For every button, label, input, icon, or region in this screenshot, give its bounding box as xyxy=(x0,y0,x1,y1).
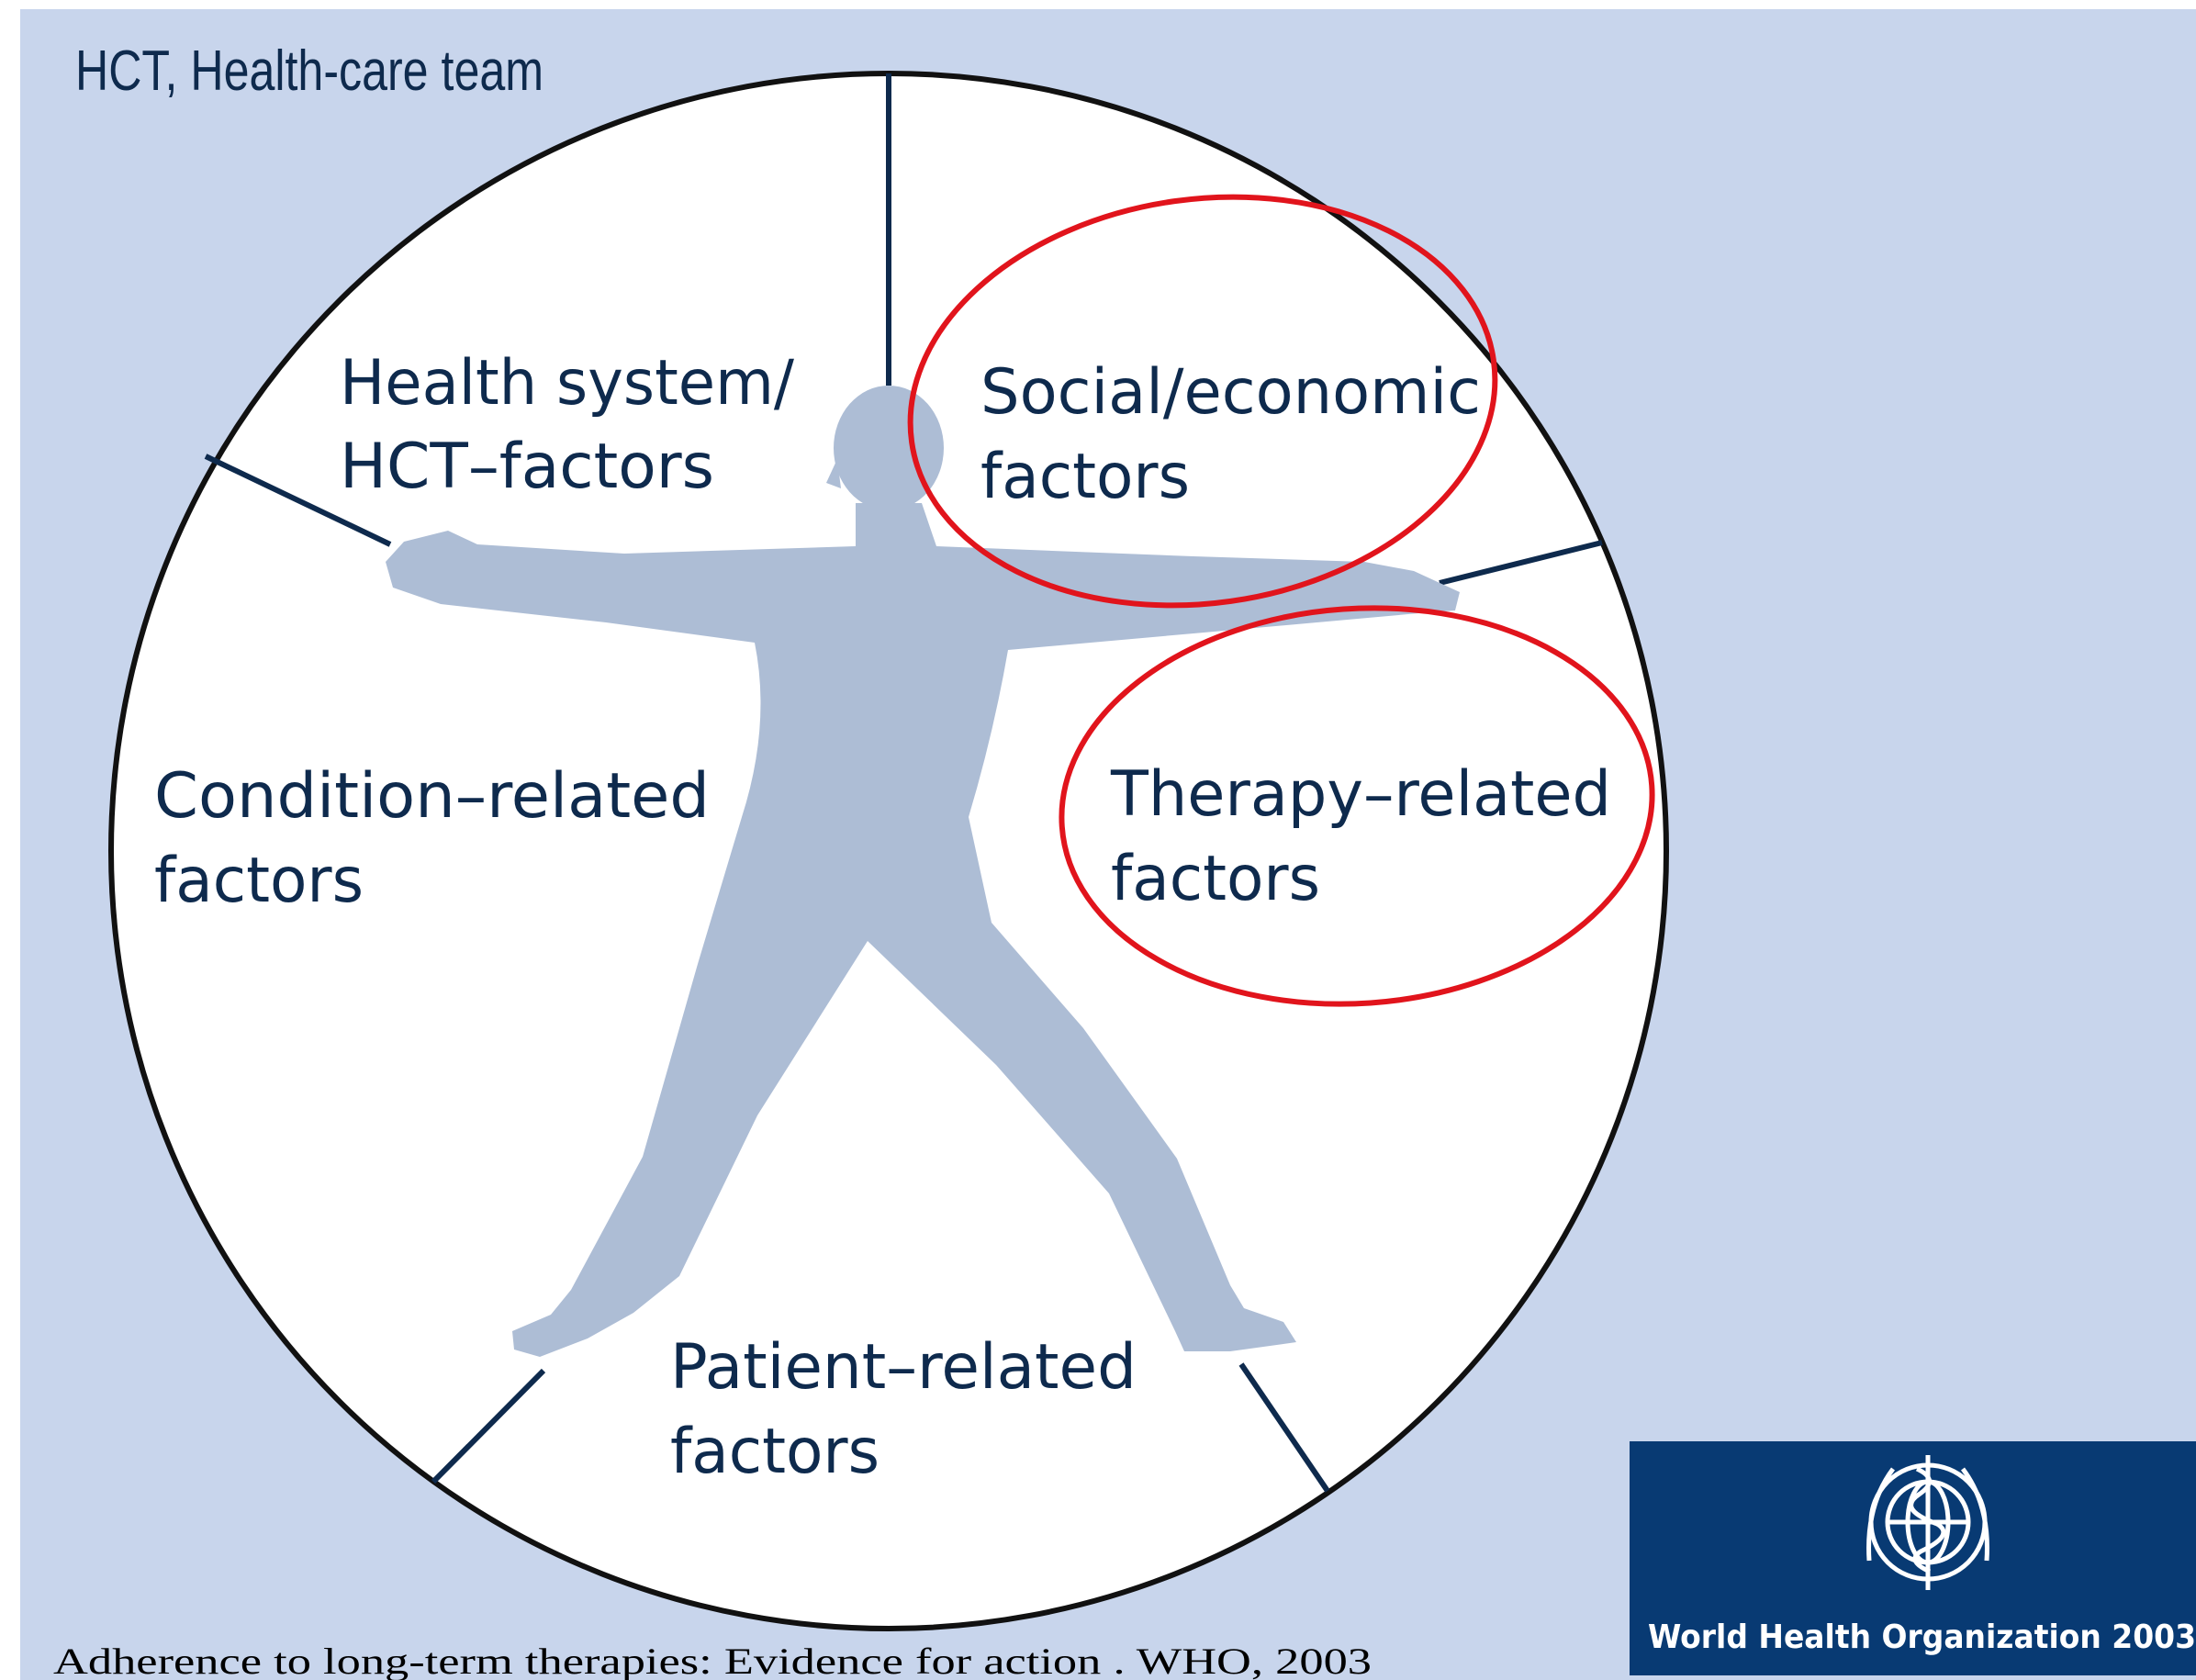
social-economic-label-line2: factors xyxy=(980,441,1190,513)
who-logo: World Health Organization 2003 xyxy=(1630,1441,2196,1675)
social-economic-label-line1: Social/economic xyxy=(980,356,1481,429)
segment-patient: Patient–related factors xyxy=(670,1331,1137,1488)
patient-label-line1: Patient–related xyxy=(670,1331,1137,1404)
segment-social-economic: Social/economic factors xyxy=(980,356,1481,513)
header-label: HCT, Health-care team xyxy=(75,39,543,103)
logo-caption: World Health Organization 2003 xyxy=(1648,1618,2196,1656)
segment-condition: Condition–related factors xyxy=(154,760,710,917)
spoke-right xyxy=(1439,540,1603,586)
spoke-left xyxy=(204,454,392,547)
health-system-label-line1: Health system/ xyxy=(340,347,794,420)
therapy-label-line1: Therapy–related xyxy=(1110,758,1611,831)
highlight-ring-therapy xyxy=(1059,605,1655,1007)
patient-label-line2: factors xyxy=(670,1416,880,1488)
segment-therapy: Therapy–related factors xyxy=(1110,758,1611,915)
spoke-bottom-left xyxy=(431,1368,546,1484)
figure-nose xyxy=(826,459,841,488)
condition-label-line1: Condition–related xyxy=(154,760,710,833)
human-figure xyxy=(386,386,1460,1357)
spoke-bottom-right xyxy=(1238,1362,1330,1493)
figure-body xyxy=(386,503,1460,1357)
highlight-ring-social-economic xyxy=(907,194,1498,609)
condition-label-line2: factors xyxy=(154,845,364,917)
who-emblem-icon xyxy=(1866,1455,1989,1590)
segment-health-system: Health system/ HCT–factors xyxy=(340,347,794,503)
citation-text: Adherence to long-term therapies: Eviden… xyxy=(53,1641,1372,1680)
figure-head xyxy=(834,386,944,510)
therapy-label-line2: factors xyxy=(1111,843,1320,915)
wheel-spokes xyxy=(204,73,1603,1493)
health-system-label-line2: HCT–factors xyxy=(340,431,714,503)
